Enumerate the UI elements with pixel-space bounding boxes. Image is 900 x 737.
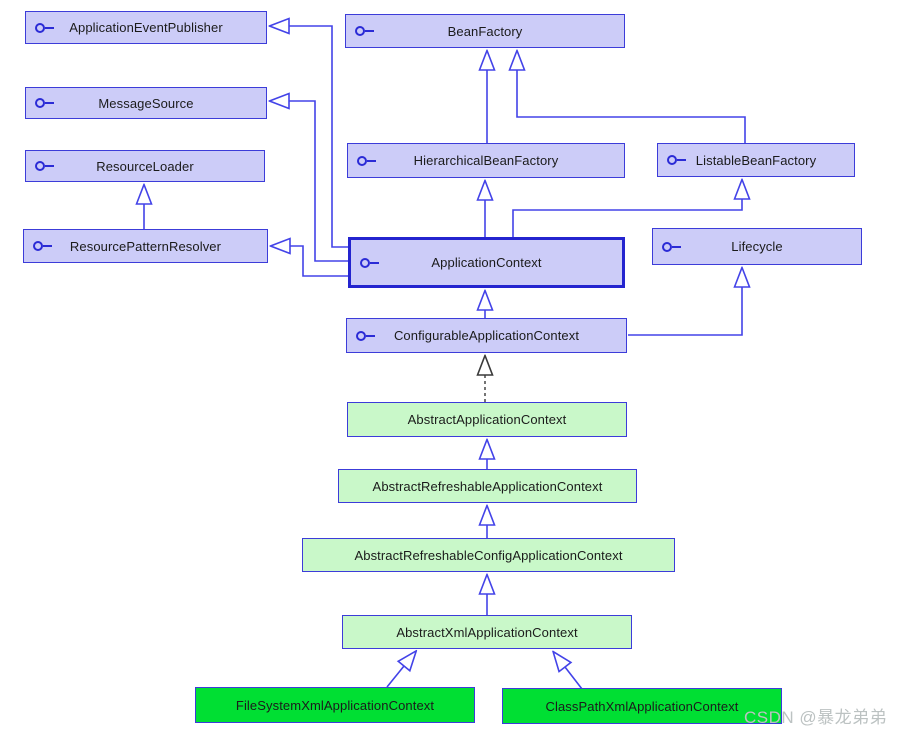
class-box-class-path-xml-application-context: ClassPathXmlApplicationContext (502, 688, 782, 724)
edge-classpathxml-to-abstractxml (565, 667, 583, 690)
csdn-watermark: CSDN @暴龙弟弟 (744, 708, 888, 727)
class-box-file-system-xml-application-context: FileSystemXmlApplicationContext (195, 687, 475, 723)
class-name: FileSystemXmlApplicationContext (235, 697, 435, 713)
class-name: ListableBeanFactory (695, 152, 817, 168)
interface-box-listable-bean-factory: ListableBeanFactory (657, 143, 855, 177)
edge-applicationcontext-to-listablebeanfactory (512, 199, 742, 237)
interface-icon (662, 241, 681, 252)
class-name: MessageSource (98, 95, 194, 111)
class-name: ResourcePatternResolver (69, 238, 222, 254)
class-name: ApplicationContext (431, 255, 542, 270)
edge-listablebeanfactory-to-beanfactory (517, 70, 746, 143)
edge-configurableapplicationcontext-to-lifecycle (628, 287, 742, 336)
class-name: ConfigurableApplicationContext (393, 328, 580, 343)
interface-icon (356, 330, 375, 341)
interface-box-application-context: ApplicationContext (348, 237, 625, 288)
class-name: AbstractApplicationContext (407, 412, 567, 427)
interface-icon (355, 26, 374, 36)
interface-icon (35, 161, 54, 171)
interface-icon (357, 155, 376, 166)
edge-applicationcontext-to-resourcepatternresolver (290, 246, 348, 277)
class-name: Lifecycle (731, 239, 783, 254)
interface-box-resource-pattern-resolver: ResourcePatternResolver (23, 229, 268, 263)
class-name: ClassPathXmlApplicationContext (545, 698, 739, 714)
edge-filesystemxml-to-abstractxml (386, 666, 404, 688)
class-name: BeanFactory (447, 23, 523, 39)
interface-box-hierarchical-bean-factory: HierarchicalBeanFactory (347, 143, 625, 178)
interface-box-lifecycle: Lifecycle (652, 228, 862, 265)
interface-icon (667, 155, 686, 165)
class-box-abstract-xml-application-context: AbstractXmlApplicationContext (342, 615, 632, 649)
interface-box-bean-factory: BeanFactory (345, 14, 625, 48)
edge-applicationcontext-to-messagesource (289, 101, 348, 262)
interface-icon (35, 22, 54, 33)
interface-icon (360, 257, 379, 268)
class-box-abstract-refreshable-config-application-context: AbstractRefreshableConfigApplicationCont… (302, 538, 675, 572)
interface-box-resource-loader: ResourceLoader (25, 150, 265, 182)
class-box-abstract-refreshable-application-context: AbstractRefreshableApplicationContext (338, 469, 637, 503)
interface-icon (33, 241, 52, 251)
class-name: ApplicationEventPublisher (69, 20, 223, 35)
class-name: AbstractXmlApplicationContext (396, 624, 578, 640)
edge-applicationcontext-to-applicationeventpublisher (289, 26, 348, 248)
class-name: AbstractRefreshableConfigApplicationCont… (354, 547, 623, 563)
interface-box-message-source: MessageSource (25, 87, 267, 119)
interface-box-application-event-publisher: ApplicationEventPublisher (25, 11, 267, 44)
interface-icon (35, 98, 54, 108)
class-name: HierarchicalBeanFactory (413, 153, 559, 168)
class-name: ResourceLoader (96, 158, 194, 174)
interface-box-configurable-application-context: ConfigurableApplicationContext (346, 318, 627, 353)
class-name: AbstractRefreshableApplicationContext (372, 478, 603, 494)
class-box-abstract-application-context: AbstractApplicationContext (347, 402, 627, 437)
